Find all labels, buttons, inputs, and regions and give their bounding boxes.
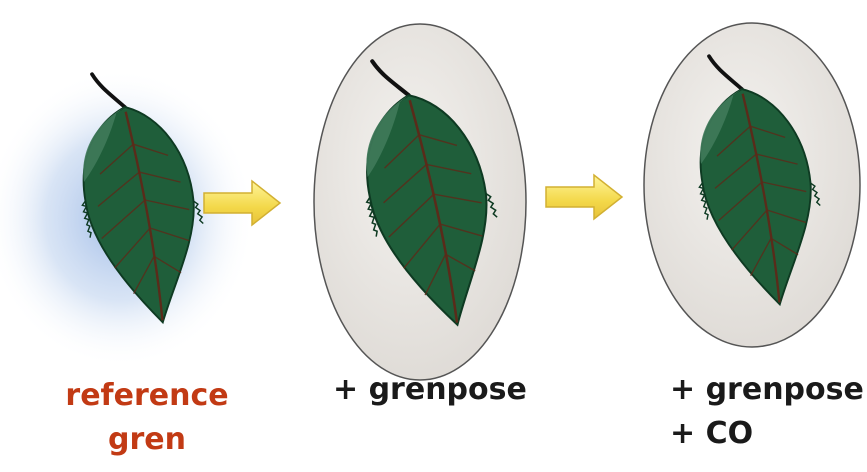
caption-reference: reference gren <box>52 378 242 458</box>
right-arrow-icon <box>546 175 622 219</box>
caption-line: + grenpose <box>670 372 864 408</box>
caption-line: gren <box>52 422 242 458</box>
caption-grenpose-co: + grenpose + CO <box>670 372 864 452</box>
caption-grenpose: + grenpose <box>333 372 527 408</box>
panel-grenpose <box>314 24 526 380</box>
caption-line: reference <box>52 378 242 414</box>
caption-line: + grenpose <box>333 372 527 408</box>
panel-grenpose-co <box>644 23 860 347</box>
panel-reference <box>0 60 255 368</box>
caption-line: + CO <box>670 416 864 452</box>
